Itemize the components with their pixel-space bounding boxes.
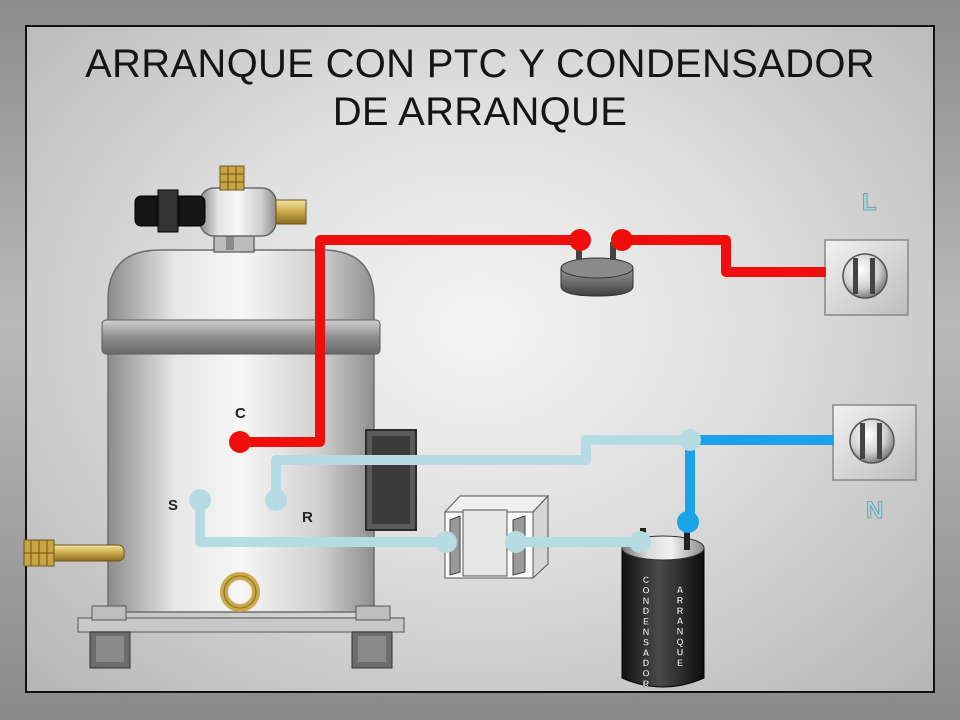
capacitor-label-letter: E — [643, 617, 649, 627]
power-label-line: L — [862, 189, 877, 216]
service-valve-icon — [134, 165, 307, 253]
wire-line-red — [240, 235, 826, 447]
capacitor-label-letter: A — [677, 585, 684, 595]
screw-terminal-l-icon — [824, 239, 909, 316]
relay-contact-right — [505, 531, 527, 553]
capacitor-label-letter: D — [643, 606, 650, 616]
ptc-thermal-protector-icon — [560, 242, 634, 297]
title-line-1: ARRANQUE CON PTC Y CONDENSADOR — [85, 42, 875, 86]
capacitor-label-condensador: CONDENSADOR — [642, 575, 650, 689]
capacitor-label-letter: D — [643, 658, 650, 668]
capacitor-label-letter: C — [643, 575, 650, 585]
ptc-contact-left — [569, 229, 591, 251]
capacitor-label-letter: S — [643, 637, 649, 647]
terminal-label-r: R — [302, 509, 313, 526]
ptc-contact-right — [611, 229, 633, 251]
power-label-neutral: N — [866, 497, 883, 524]
wire-auxiliary — [195, 435, 690, 547]
terminal-s-dot — [189, 489, 211, 511]
capacitor-label-letter: A — [677, 616, 684, 626]
terminal-r-dot — [265, 489, 287, 511]
start-capacitor-icon — [621, 528, 705, 688]
capacitor-label-letter: O — [642, 585, 649, 595]
junction-neutral — [679, 429, 701, 451]
relay-contact-left — [435, 531, 457, 553]
capacitor-contact-right — [677, 511, 699, 533]
title-line-2: DE ARRANQUE — [332, 90, 628, 134]
capacitor-contact-left — [629, 531, 651, 553]
compressor-icon — [23, 249, 417, 669]
terminal-label-s: S — [168, 497, 178, 514]
wire-neutral-blue — [685, 435, 834, 522]
capacitor-label-letter: N — [677, 627, 684, 637]
terminal-label-c: C — [235, 405, 246, 422]
terminal-c-dot — [229, 431, 251, 453]
capacitor-label-letter: A — [643, 648, 650, 658]
screw-terminal-n-icon — [832, 404, 917, 481]
capacitor-label-letter: Q — [676, 637, 683, 647]
capacitor-label-letter: R — [677, 595, 684, 605]
capacitor-label-letter: E — [677, 658, 683, 668]
capacitor-label-letter: U — [677, 647, 684, 657]
capacitor-label-letter: N — [643, 596, 650, 606]
capacitor-label-letter: R — [677, 606, 684, 616]
capacitor-label-letter: O — [642, 669, 649, 679]
capacitor-label-letter: R — [643, 679, 650, 689]
capacitor-label-arranque: ARRANQUE — [676, 585, 684, 668]
capacitor-label-letter: N — [643, 627, 650, 637]
diagram-title: ARRANQUE CON PTC Y CONDENSADOR DE ARRANQ… — [0, 40, 960, 136]
ptc-relay-icon — [443, 494, 550, 580]
